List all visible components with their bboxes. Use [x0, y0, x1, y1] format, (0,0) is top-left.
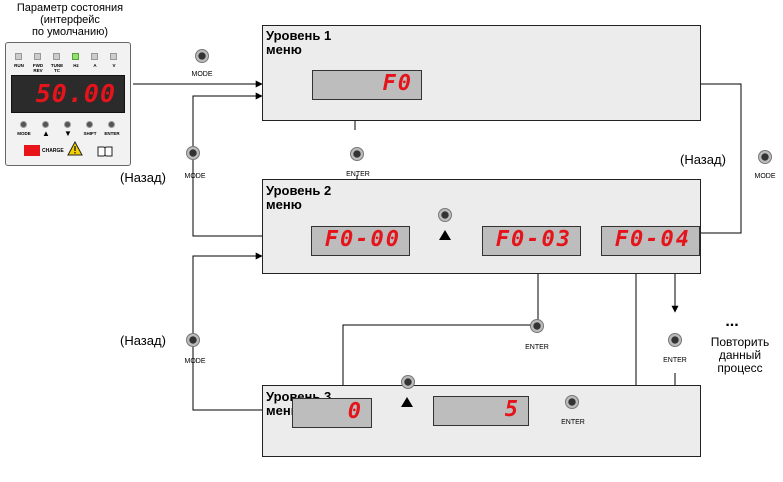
charge-indicator: [24, 145, 40, 156]
enter-button-level1[interactable]: [350, 147, 364, 161]
a-led: [91, 53, 98, 60]
mode-button-back-right[interactable]: [758, 150, 772, 164]
manual-book-icon: [97, 144, 113, 162]
back-label-level3: (Назад): [120, 333, 166, 348]
key-label-up: ▲: [42, 129, 50, 138]
level2-display-f000: F0-00: [311, 226, 410, 256]
fwd-rev-led: [34, 53, 41, 60]
level2-title: Уровень 2 меню: [266, 183, 332, 212]
up-arrow-icon-level2: [439, 230, 451, 240]
arrow-back-level3-to-level2: [192, 252, 263, 411]
v-led: [110, 53, 117, 60]
up-button-level3[interactable]: [401, 375, 415, 389]
enter-button-repeat[interactable]: [668, 333, 682, 347]
enter-label-level2: ENTER: [525, 344, 549, 351]
keypad-down-button[interactable]: [64, 121, 71, 128]
enter-label-level3: ENTER: [561, 419, 585, 426]
keypad-up-button[interactable]: [42, 121, 49, 128]
hz-led: [72, 53, 79, 60]
mode-button-back-level3[interactable]: [186, 333, 200, 347]
key-label-enter: ENTER: [104, 131, 120, 136]
mode-button-top[interactable]: [195, 49, 209, 63]
level1-title: Уровень 1 меню: [266, 28, 332, 57]
indicator-label-fwd-rev: FWD REV: [32, 63, 44, 73]
enter-label-level1: ENTER: [346, 171, 370, 178]
charge-label: CHARGE: [42, 148, 64, 154]
arrow-f003-to-level3: [339, 262, 539, 396]
level1-display: F0: [312, 70, 422, 100]
level3-display-value-5: 5: [433, 396, 529, 426]
key-label-shift: SHIFT: [83, 131, 97, 136]
tune-tc-led: [53, 53, 60, 60]
indicator-label-tune-tc: TUNE TC: [50, 63, 64, 73]
keypad-display-value: 50.00: [35, 79, 116, 108]
up-button-level2[interactable]: [438, 208, 452, 222]
level2-display-f003: F0-03: [482, 226, 581, 256]
indicator-label-v: V: [112, 63, 116, 68]
repeat-label: Повторить данный процесс: [710, 335, 770, 375]
keypad-shift-button[interactable]: [86, 121, 93, 128]
mode-label-back-right: MODE: [754, 173, 776, 180]
mode-button-back-level2[interactable]: [186, 146, 200, 160]
enter-label-repeat: ENTER: [663, 357, 687, 364]
back-label-right: (Назад): [680, 152, 726, 167]
indicator-label-hz: Hz: [73, 63, 79, 68]
indicator-label-run: RUN: [14, 63, 24, 68]
mode-label-top: MODE: [191, 71, 213, 78]
run-led: [15, 53, 22, 60]
enter-button-level3[interactable]: [565, 395, 579, 409]
warning-icon: [67, 140, 83, 161]
key-label-mode: MODE: [17, 131, 31, 136]
level3-display-value-0: 0: [292, 398, 372, 428]
back-label-level2: (Назад): [120, 170, 166, 185]
indicator-label-a: A: [93, 63, 97, 68]
keypad-display: 50.00: [11, 75, 125, 113]
mode-label-back-level3: MODE: [184, 358, 206, 365]
keypad-enter-button[interactable]: [108, 121, 115, 128]
keypad-panel: RUN FWD REV TUNE TC Hz A V 50.00 MODE ▲ …: [5, 42, 131, 166]
ellipsis-label: ...: [725, 313, 739, 330]
keypad-mode-button[interactable]: [20, 121, 27, 128]
device-caption: Параметр состояния (интерфейс по умолчан…: [16, 2, 124, 38]
arrow-back-level2-to-level1: [192, 96, 262, 237]
enter-button-level2[interactable]: [530, 319, 544, 333]
key-label-down: ▼: [64, 129, 72, 138]
mode-label-back-level2: MODE: [184, 173, 206, 180]
level2-display-f004: F0-04: [601, 226, 700, 256]
up-arrow-icon-level3: [401, 397, 413, 407]
